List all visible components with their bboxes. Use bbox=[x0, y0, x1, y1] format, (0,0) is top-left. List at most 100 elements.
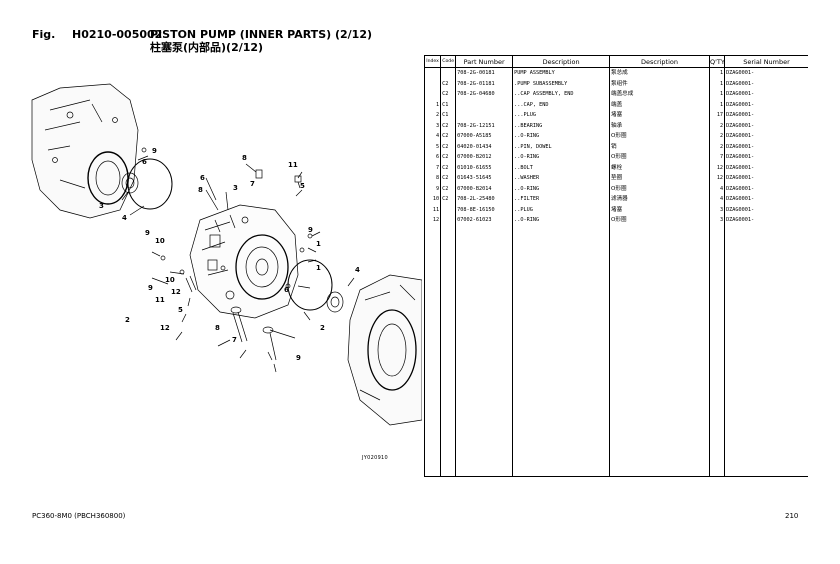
callout-label: 7 bbox=[232, 336, 237, 344]
row-part-number: 708-2G-12151 bbox=[455, 120, 513, 131]
filler-cell bbox=[455, 225, 513, 477]
row-serial-number: DZAG0001- bbox=[724, 152, 808, 163]
callout-label: 9 bbox=[145, 229, 150, 237]
row-description: ..WASHER bbox=[512, 173, 610, 184]
row-part-number: 708-2G-04680 bbox=[455, 89, 513, 100]
header-description-cn: Description bbox=[608, 55, 710, 68]
callout-label: 10 bbox=[165, 276, 175, 284]
callout-label: 9 bbox=[308, 226, 313, 234]
callout-label: 4 bbox=[355, 266, 360, 274]
callout-label: 2 bbox=[320, 324, 325, 332]
row-description: ..BOLT bbox=[512, 162, 610, 173]
row-description-cn: 泵组件 bbox=[608, 78, 710, 89]
row-code bbox=[440, 67, 456, 79]
table-filler-row bbox=[423, 225, 808, 477]
row-description: ..CAP ASSEMBLY, END bbox=[512, 89, 610, 100]
exploded-parts-diagram: 9 6 3 4 6 8 9 10 8 3 11 5 7 9 10 2 9 1 1… bbox=[31, 83, 422, 426]
callout-label: 9 bbox=[152, 147, 157, 155]
header-part-number: Part Number bbox=[455, 55, 513, 68]
row-serial-number: DZAG0001- bbox=[724, 183, 808, 194]
row-description: ..O-RING bbox=[512, 215, 610, 226]
row-serial-number: DZAG0001- bbox=[724, 89, 808, 100]
row-description: ..FILTER bbox=[512, 194, 610, 205]
row-part-number: 708-2G-01181 bbox=[455, 78, 513, 89]
row-qty: 1 bbox=[709, 67, 725, 79]
row-part-number: 708-8E-16150 bbox=[455, 204, 513, 215]
row-description: ..O-RING bbox=[512, 183, 610, 194]
filler-cell bbox=[512, 225, 610, 477]
row-index: 12 bbox=[423, 215, 441, 226]
row-description-cn: 端盖总成 bbox=[608, 89, 710, 100]
callout-label: 1 bbox=[316, 264, 321, 272]
filler-cell bbox=[709, 225, 725, 477]
row-code: C2 bbox=[440, 162, 456, 173]
callout-label: 5 bbox=[300, 182, 305, 190]
callout-label: 6 bbox=[284, 286, 289, 294]
row-part-number: 07002-61023 bbox=[455, 215, 513, 226]
callout-label: 8 bbox=[198, 186, 203, 194]
row-description: ..O-RING bbox=[512, 131, 610, 142]
callout-label: 2 bbox=[125, 316, 130, 324]
row-index: 11 bbox=[423, 204, 441, 215]
row-qty: 3 bbox=[709, 204, 725, 215]
row-qty: 1 bbox=[709, 78, 725, 89]
row-part-number: 01010-61655 bbox=[455, 162, 513, 173]
row-code: C2 bbox=[440, 78, 456, 89]
row-index: 6 bbox=[423, 152, 441, 163]
callout-label: 6 bbox=[142, 158, 147, 166]
row-description: ..PIN, DOWEL bbox=[512, 141, 610, 152]
callout-label: 7 bbox=[250, 180, 255, 188]
row-description: ..O-RING bbox=[512, 152, 610, 163]
row-serial-number: DZAG0001- bbox=[724, 120, 808, 131]
row-serial-number: DZAG0001- bbox=[724, 173, 808, 184]
figure-label: Fig. bbox=[32, 28, 56, 41]
callout-label: 1 bbox=[316, 240, 321, 248]
header-description: Description bbox=[512, 55, 610, 68]
row-description-cn: 滤清器 bbox=[608, 194, 710, 205]
row-index: 10 bbox=[423, 194, 441, 205]
row-index: 1 bbox=[423, 99, 441, 110]
row-index: 3 bbox=[423, 120, 441, 131]
row-serial-number: DZAG0001- bbox=[724, 141, 808, 152]
row-description-cn: 垫圈 bbox=[608, 173, 710, 184]
row-description-cn: 端盖 bbox=[608, 99, 710, 110]
row-serial-number: DZAG0001- bbox=[724, 99, 808, 110]
row-serial-number: DZAG0001- bbox=[724, 110, 808, 121]
figure-title: PISTON PUMP (INNER PARTS) (2/12) bbox=[150, 28, 373, 41]
row-part-number: 07000-B2014 bbox=[455, 183, 513, 194]
row-code: C2 bbox=[440, 141, 456, 152]
callout-label: 12 bbox=[171, 288, 181, 296]
row-index: 4 bbox=[423, 131, 441, 142]
row-part-number: 04020-01434 bbox=[455, 141, 513, 152]
row-description-cn: 螺栓 bbox=[608, 162, 710, 173]
row-part-number bbox=[455, 110, 513, 121]
row-qty: 2 bbox=[709, 141, 725, 152]
callout-label: 4 bbox=[122, 214, 127, 222]
row-qty: 12 bbox=[709, 162, 725, 173]
row-index: 5 bbox=[423, 141, 441, 152]
callout-label: 9 bbox=[296, 354, 301, 362]
row-serial-number: DZAG0001- bbox=[724, 194, 808, 205]
row-description-cn: 轴承 bbox=[608, 120, 710, 131]
header-serial-number: Serial Number bbox=[724, 55, 808, 68]
row-part-number: 01643-51645 bbox=[455, 173, 513, 184]
callout-label: 3 bbox=[233, 184, 238, 192]
row-qty: 7 bbox=[709, 152, 725, 163]
callout-label: 9 bbox=[148, 284, 153, 292]
footer-model: PC360-8M0 (PBCH360800) bbox=[32, 512, 126, 520]
figure-code: H0210-005002 bbox=[72, 28, 163, 41]
row-description-cn: O形圈 bbox=[608, 131, 710, 142]
row-description-cn: O形圈 bbox=[608, 215, 710, 226]
row-description-cn: O形圈 bbox=[608, 152, 710, 163]
row-index: 8 bbox=[423, 173, 441, 184]
row-serial-number: DZAG0001- bbox=[724, 67, 808, 79]
row-serial-number: DZAG0001- bbox=[724, 162, 808, 173]
row-code: C2 bbox=[440, 173, 456, 184]
callout-label: 11 bbox=[288, 161, 298, 169]
row-qty: 12 bbox=[709, 173, 725, 184]
callout-label: 11 bbox=[155, 296, 165, 304]
callout-label: 5 bbox=[178, 306, 183, 314]
